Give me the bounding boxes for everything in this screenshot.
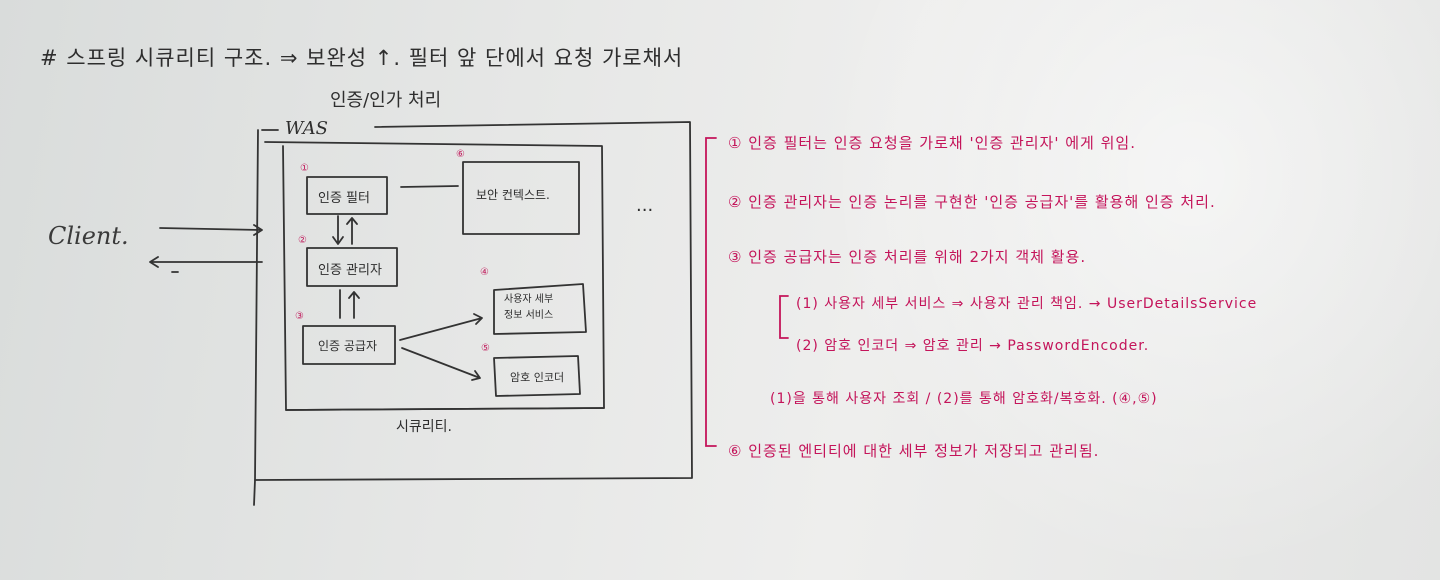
box-auth-provider <box>302 325 396 365</box>
box-user-details <box>493 283 587 335</box>
note-6: ⑥ 인증된 엔티티에 대한 세부 정보가 저장되고 관리됨. <box>728 442 1100 460</box>
note-1: ① 인증 필터는 인증 요청을 가로채 '인증 관리자' 에게 위임. <box>728 134 1136 152</box>
was-left-tail <box>253 479 256 506</box>
box-label-auth-provider: 인증 공급자 <box>318 339 378 353</box>
client-label: Client. <box>48 222 129 250</box>
box-password-encoder <box>493 355 581 397</box>
box-label-user-details: 사용자 세부 정보 서비스 <box>504 294 554 321</box>
box-label-auth-filter: 인증 필터 <box>318 191 370 206</box>
was-label: WAS <box>285 118 328 139</box>
note-3-summary: (1)을 통해 사용자 조회 / (2)를 통해 암호화/복호화. (④,⑤) <box>770 391 1158 407</box>
note-3: ③ 인증 공급자는 인증 처리를 위해 2가지 객체 활용. <box>728 248 1087 266</box>
client-request-arrow <box>159 224 263 236</box>
notes-bracket <box>705 137 717 447</box>
box-auth-filter <box>306 176 388 215</box>
box-num-3: ③ <box>295 311 304 322</box>
box-num-2: ② <box>298 235 307 246</box>
security-bottom-line <box>285 407 605 411</box>
arrow-provider-to-manager <box>348 291 360 319</box>
box-num-6: ⑥ <box>456 149 465 160</box>
box-security-context <box>462 161 580 235</box>
security-label: 시큐리티. <box>396 419 452 435</box>
box-label-password-encoder: 암호 인코더 <box>510 371 565 384</box>
was-box <box>254 121 693 481</box>
box-num-1: ① <box>300 163 309 174</box>
arrow-filter-to-manager <box>332 215 344 245</box>
ellipsis-label: ... <box>636 195 654 216</box>
page-subtitle: 인증/인가 처리 <box>330 90 442 111</box>
arrow-provider-to-details <box>399 313 483 341</box>
page-title: # 스프링 시큐리티 구조. ⇒ 보완성 ↑. 필터 앞 단에서 요청 가로채서 <box>40 46 684 70</box>
box-label-auth-manager: 인증 관리자 <box>318 263 382 278</box>
box-label-security-context: 보안 컨텍스트. <box>476 188 550 202</box>
arrow-provider-to-encoder <box>401 347 481 381</box>
box-auth-manager <box>306 247 398 287</box>
client-response-arrow <box>149 256 263 268</box>
sub-bracket <box>779 295 789 339</box>
note-3-sub-1: (1) 사용자 세부 서비스 ⇒ 사용자 관리 책임. → UserDetail… <box>796 296 1258 312</box>
note-3-sub-2: (2) 암호 인코더 ⇒ 암호 관리 → PasswordEncoder. <box>796 338 1150 354</box>
filter-context-link <box>400 185 459 188</box>
note-2: ② 인증 관리자는 인증 논리를 구현한 '인증 공급자'를 활용해 인증 처리… <box>728 193 1216 211</box>
box-num-5: ⑤ <box>481 343 490 354</box>
box-num-4: ④ <box>480 267 489 278</box>
arrow-manager-to-filter <box>346 217 358 245</box>
